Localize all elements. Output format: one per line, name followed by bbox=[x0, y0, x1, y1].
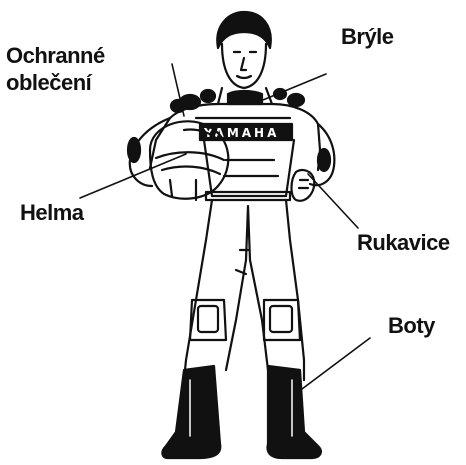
leader-rukavice bbox=[308, 174, 358, 228]
legs bbox=[184, 200, 304, 380]
face bbox=[222, 44, 266, 88]
leader-boty bbox=[298, 338, 370, 392]
boot-right bbox=[268, 366, 321, 458]
boot-left bbox=[162, 366, 220, 458]
label-boots: Boty bbox=[388, 312, 435, 339]
label-protective-clothing: Ochranné oblečení bbox=[6, 42, 105, 96]
label-protective-clothing-line1: Ochranné bbox=[6, 42, 105, 69]
label-protective-clothing-line2: oblečení bbox=[6, 69, 105, 96]
label-helmet: Helma bbox=[20, 199, 84, 226]
goggles-shape bbox=[228, 91, 262, 104]
label-goggles: Brýle bbox=[341, 23, 394, 50]
hair bbox=[217, 12, 270, 48]
label-gloves: Rukavice bbox=[357, 229, 450, 256]
